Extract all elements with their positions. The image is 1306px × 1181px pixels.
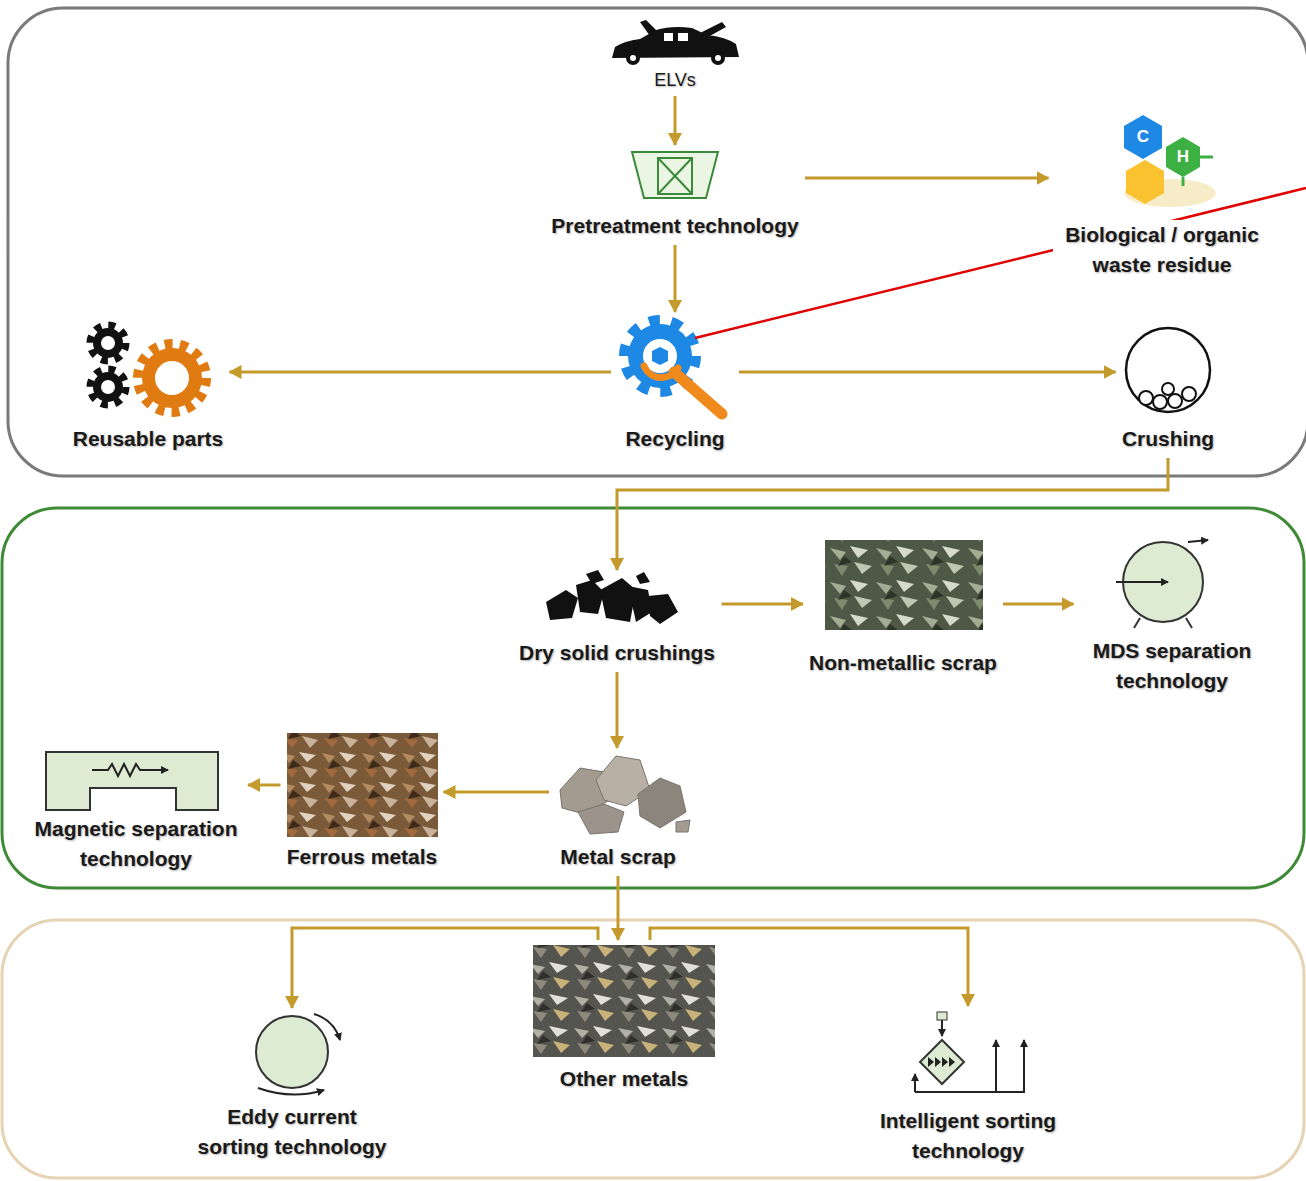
flow-arrow <box>617 458 1168 570</box>
flow-arrow <box>616 672 619 748</box>
icon-node: Reusable parts <box>67 318 230 458</box>
eddy-icon <box>256 1014 340 1095</box>
icon-node: Biological / organic waste residue <box>1049 110 1276 284</box>
car-icon <box>612 20 739 65</box>
molecule-icon <box>1124 115 1216 207</box>
icon-node: MDS separation technology <box>1074 532 1271 700</box>
icon-node: Ferrous metals <box>281 730 444 876</box>
node-label: Eddy current sorting technology <box>188 1102 397 1162</box>
node-label: Non-metallic scrap <box>807 648 999 678</box>
node-label: Other metals <box>558 1064 690 1094</box>
separator-icon <box>1116 540 1208 628</box>
stage-band <box>8 8 1306 476</box>
element-symbol: H <box>1177 147 1189 167</box>
flow-arrow <box>674 245 677 312</box>
node-label: Magnetic separation technology <box>28 814 244 874</box>
crushings-icon <box>546 570 678 624</box>
flow-arrow <box>650 928 968 1006</box>
stage-band <box>2 508 1304 888</box>
node-label: ELVs <box>652 68 698 92</box>
node-label: Biological / organic waste residue <box>1053 220 1272 280</box>
metals-photo <box>533 945 715 1057</box>
node-label: Intelligent sorting technology <box>864 1106 1073 1166</box>
icon-node: Other metals <box>530 940 718 1098</box>
icon-node: Magnetic separation technology <box>24 746 248 878</box>
rocks-icon <box>560 756 690 834</box>
sorter-icon <box>915 1012 1024 1092</box>
pretreatment-icon <box>632 152 718 198</box>
node-label: MDS separation technology <box>1078 636 1267 696</box>
flow-arrow <box>248 784 281 787</box>
node-label: Pretreatment technology <box>549 211 800 241</box>
stage-band <box>2 920 1304 1178</box>
icon-node: Non-metallic scrap <box>803 536 1003 682</box>
ferrous-photo <box>287 733 438 837</box>
icon-node: Pretreatment technology <box>545 145 805 245</box>
icon-node: Recycling <box>611 312 739 458</box>
icon-node: Dry solid crushings <box>513 570 722 672</box>
icon-node: Eddy current sorting technology <box>184 1008 401 1166</box>
icon-node: Metal scrap <box>549 748 687 876</box>
crusher-icon <box>1126 328 1210 412</box>
node-label: Dry solid crushings <box>517 638 717 668</box>
icon-node: Crushing <box>1116 320 1221 458</box>
icon-node: Intelligent sorting technology <box>860 1006 1077 1170</box>
node-label: Metal scrap <box>558 842 678 872</box>
flow-arrow <box>1003 603 1074 606</box>
flow-arrow <box>805 177 1049 180</box>
node-label: Recycling <box>623 424 726 454</box>
flow-arrow <box>444 791 550 794</box>
scrap-photo <box>825 540 983 630</box>
flow-arrow <box>739 371 1116 374</box>
flow-arrow <box>292 928 598 1008</box>
magnet-icon <box>46 752 218 810</box>
node-label: Reusable parts <box>71 424 226 454</box>
flow-arrow <box>674 96 677 145</box>
node-label: Ferrous metals <box>285 842 440 872</box>
flow-arrow <box>722 603 804 606</box>
flow-arrow <box>230 371 612 374</box>
element-symbol: C <box>1137 127 1149 147</box>
gears-icon <box>90 325 206 412</box>
node-label: Crushing <box>1120 424 1216 454</box>
icon-node: ELVs <box>610 24 740 96</box>
flow-arrow <box>617 876 620 940</box>
